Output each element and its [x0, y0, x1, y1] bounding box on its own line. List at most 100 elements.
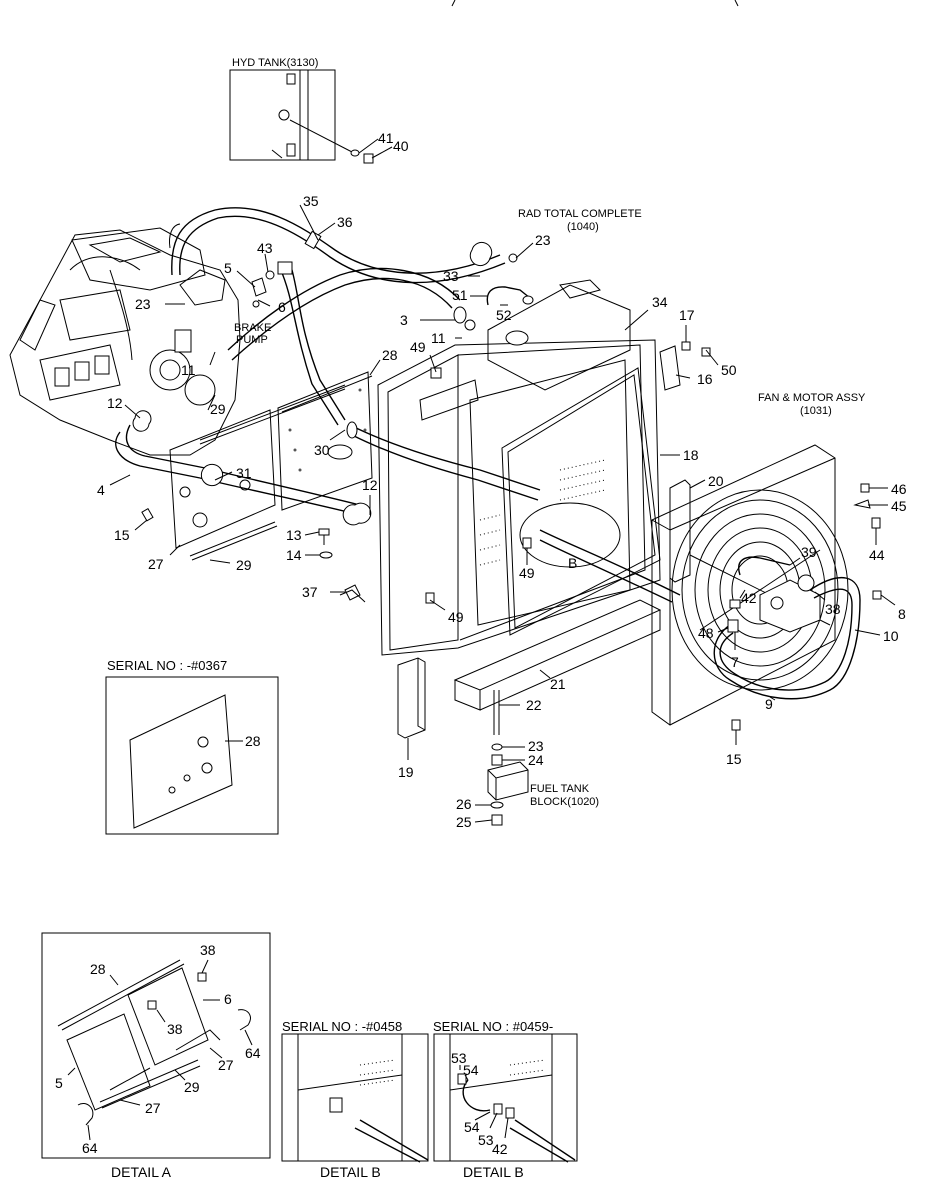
callout-15b: 15 — [726, 751, 742, 767]
callout-33: 33 — [443, 268, 459, 284]
detail-a-callout-27a: 27 — [218, 1057, 234, 1073]
brake-pump-label-2: PUMP — [236, 334, 268, 346]
callout-12a: 12 — [107, 395, 123, 411]
fuel-tank-label-1: FUEL TANK — [530, 783, 590, 795]
callout-36: 36 — [337, 214, 353, 230]
brake-pump-parts — [251, 261, 346, 426]
detail-a-callout-64b: 64 — [82, 1140, 98, 1156]
engine-block — [9, 223, 241, 456]
callout-20: 20 — [708, 473, 724, 489]
callout-43: 43 — [257, 240, 273, 256]
detail-b-callout-42: 42 — [492, 1141, 508, 1157]
inset-serial-0367: SERIAL NO : -#0367 — [105, 658, 279, 835]
callout-24: 24 — [528, 752, 544, 768]
callout-29a: 29 — [210, 401, 226, 417]
callout-49b: 49 — [519, 565, 535, 581]
callout-23b: 23 — [135, 296, 151, 312]
callout-14: 14 — [286, 547, 302, 563]
callout-5: 5 — [224, 260, 232, 276]
callout-35: 35 — [303, 193, 319, 209]
callout-7: 7 — [731, 654, 739, 670]
detail-b-callout-53a: 53 — [451, 1050, 467, 1066]
detail-b1-label: DETAIL B — [320, 1164, 381, 1180]
callout-11b: 11 — [181, 362, 196, 378]
detail-a — [41, 932, 271, 1159]
rad-total-label-1: RAD TOTAL COMPLETE — [518, 208, 642, 220]
detail-a-callout-38: 38 — [200, 942, 216, 958]
callout-49a: 49 — [410, 339, 426, 355]
callout-19: 19 — [398, 764, 414, 780]
callout-45: 45 — [891, 498, 907, 514]
callout-10: 10 — [883, 628, 899, 644]
bolts-lower-left — [141, 507, 366, 603]
callout-41: 41 — [378, 130, 394, 146]
guard-panel-28 — [277, 371, 373, 511]
callout-28b: 28 — [245, 733, 261, 749]
callout-27a: 27 — [148, 556, 164, 572]
detail-b-0458: SERIAL NO : -#0458 — [281, 1019, 429, 1163]
detail-a-callout-29: 29 — [184, 1079, 200, 1095]
top-edge-fragment — [451, 0, 739, 7]
serial-0367-label: SERIAL NO : -#0367 — [107, 658, 227, 673]
hyd-tank-inset: HYD TANK(3130) — [229, 57, 374, 164]
detail-b-callout-54a: 54 — [463, 1062, 479, 1078]
detail-a-callout-6: 6 — [224, 991, 232, 1007]
detail-b2-label: DETAIL B — [463, 1164, 524, 1180]
callout-31: 31 — [236, 465, 252, 481]
fan-motor-assembly — [651, 444, 882, 731]
fan-motor-label-2: (1031) — [800, 405, 832, 417]
callout-21: 21 — [550, 676, 566, 692]
callout-6: 6 — [278, 299, 286, 315]
callout-23a: 23 — [535, 232, 551, 248]
callout-29b: 29 — [236, 557, 252, 573]
radiator-assembly — [377, 241, 691, 739]
detail-a-callout-5: 5 — [55, 1075, 63, 1091]
callout-46: 46 — [891, 481, 907, 497]
callout-37: 37 — [302, 584, 318, 600]
callout-16: 16 — [697, 371, 713, 387]
callout-39: 39 — [801, 544, 817, 560]
callout-48: 48 — [698, 625, 714, 641]
brake-pump-label-1: BRAKE — [234, 322, 271, 334]
callout-25: 25 — [456, 814, 472, 830]
detail-b-0459: SERIAL NO : #0459- — [433, 1019, 578, 1163]
callout-28a: 28 — [382, 347, 398, 363]
detail-a-callout-38b: 38 — [167, 1021, 183, 1037]
callout-26: 26 — [456, 796, 472, 812]
callout-42a: 42 — [741, 590, 757, 606]
callout-49c: 49 — [448, 609, 464, 625]
callout-30: 30 — [314, 442, 330, 458]
callout-4: 4 — [97, 482, 105, 498]
detail-b-callout-54b: 54 — [464, 1119, 480, 1135]
callout-B: B — [568, 555, 577, 571]
callout-44: 44 — [869, 547, 885, 563]
callout-11a: 11 — [431, 330, 446, 346]
callout-50: 50 — [721, 362, 737, 378]
leader-lines — [67, 204, 896, 1141]
callout-23c: 23 — [528, 738, 544, 754]
callout-13: 13 — [286, 527, 302, 543]
callout-38a: 38 — [825, 601, 841, 617]
callout-8: 8 — [898, 606, 906, 622]
engine-pipes — [115, 410, 372, 526]
callout-3: 3 — [400, 312, 408, 328]
callout-17: 17 — [679, 307, 695, 323]
fan-motor-label-1: FAN & MOTOR ASSY — [758, 392, 866, 404]
fuel-tank-label-2: BLOCK(1020) — [530, 796, 599, 808]
callout-15a: 15 — [114, 527, 130, 543]
detail-b-callout-53b: 53 — [478, 1132, 494, 1148]
callout-22: 22 — [526, 697, 542, 713]
callout-12b: 12 — [362, 477, 378, 493]
hyd-tank-label: HYD TANK(3130) — [232, 57, 318, 69]
guard-panel-27 — [169, 384, 346, 561]
detail-a-label: DETAIL A — [111, 1164, 172, 1180]
detail-a-callout-28: 28 — [90, 961, 106, 977]
serial-0459-label: SERIAL NO : #0459- — [433, 1019, 553, 1034]
callout-18: 18 — [683, 447, 699, 463]
callout-52: 52 — [496, 307, 512, 323]
callout-40: 40 — [393, 138, 409, 154]
hose-35 — [171, 207, 518, 284]
callout-34: 34 — [652, 294, 668, 310]
callout-9: 9 — [765, 696, 773, 712]
